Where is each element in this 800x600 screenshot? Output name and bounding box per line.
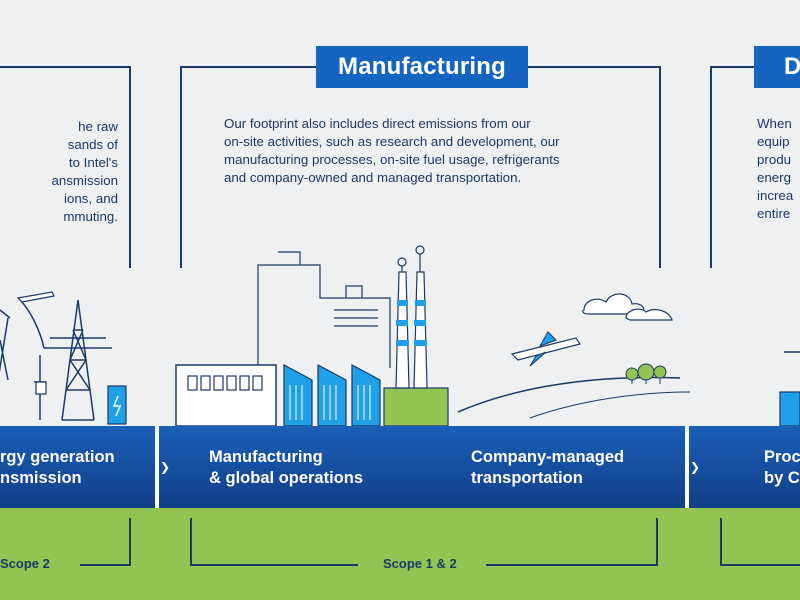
scope2-label: Scope 2	[0, 556, 50, 571]
band-separator-1	[155, 426, 159, 508]
left-bracket-horizontal	[0, 66, 131, 68]
right-scope-bracket-bottom	[720, 564, 800, 566]
band-left	[0, 426, 155, 508]
band-separator-2	[685, 426, 689, 508]
right-section-title: D	[754, 46, 800, 88]
band-label-manufacturing: Manufacturing & global operations	[209, 448, 364, 487]
mfg-bracket-left-vertical	[180, 66, 182, 268]
scope-band	[0, 508, 800, 600]
left-bracket-vertical	[129, 66, 131, 268]
scope2-bracket-right	[129, 518, 131, 566]
right-bracket-vertical	[710, 66, 712, 268]
band-right	[689, 426, 800, 508]
scope12-label: Scope 1 & 2	[383, 556, 457, 571]
scope12-bracket-left	[190, 518, 192, 566]
chevron-right-icon: ❯	[160, 460, 171, 474]
mfg-bracket-right-vertical	[659, 66, 661, 268]
scope12-bracket-bottom-right	[486, 564, 658, 566]
band-manufacturing	[159, 426, 685, 508]
left-description: he raw sands of to Intel's ansmission io…	[51, 119, 118, 224]
band-label-transportation: Company-managed transportation	[471, 448, 625, 487]
manufacturing-title: Manufacturing	[316, 46, 528, 88]
manufacturing-description: Our footprint also includes direct emiss…	[224, 116, 560, 185]
band-label-products: Proc by C	[764, 448, 800, 487]
right-scope-bracket-left	[720, 518, 722, 566]
scope12-bracket-bottom-left	[190, 564, 358, 566]
right-description: When equip produ energ increa entire	[757, 116, 794, 221]
mfg-bracket-left-horizontal	[180, 66, 316, 68]
scope12-bracket-right	[656, 518, 658, 566]
industry-illustration	[0, 245, 800, 427]
band-label-energy: rgy generation nsmission	[0, 448, 115, 487]
right-bracket-horizontal	[710, 66, 754, 68]
scope2-bracket-bottom	[80, 564, 131, 566]
mfg-bracket-right-horizontal	[528, 66, 661, 68]
chevron-right-icon: ❯	[690, 460, 701, 474]
